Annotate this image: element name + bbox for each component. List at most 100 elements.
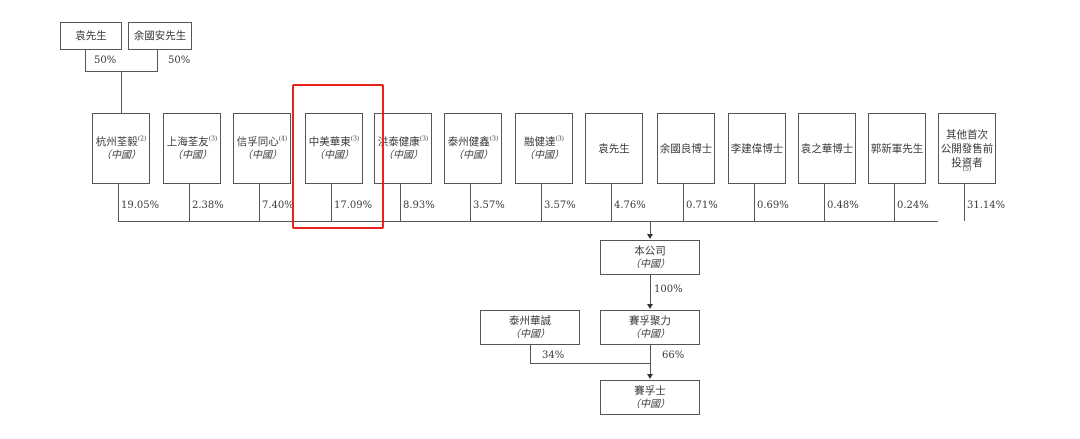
connector-line bbox=[85, 50, 86, 71]
shareholder-name: 余國良博士 bbox=[660, 142, 713, 156]
shareholder-name-text: 泰州健鑫 bbox=[447, 135, 490, 148]
subsidiary-jurisdiction: （中國） bbox=[630, 328, 670, 340]
owner-box-yuan: 袁先生 bbox=[60, 22, 122, 50]
shareholder-name-text: 融健達 bbox=[524, 135, 556, 148]
company-name: 本公司 bbox=[634, 244, 666, 257]
shareholder-jurisdiction: （中國） bbox=[172, 149, 212, 161]
ownership-pct: 0.69% bbox=[757, 200, 789, 211]
shareholder-name-text: 洪泰健康 bbox=[377, 135, 420, 148]
arrow-down-icon bbox=[647, 304, 653, 309]
ownership-pct: 0.48% bbox=[827, 200, 859, 211]
shareholder-name-text: 杭州荃毅 bbox=[95, 135, 138, 148]
shareholder-name-text: 余國良博士 bbox=[659, 142, 713, 155]
shareholder-name-text: 信孚同心 bbox=[236, 135, 279, 148]
company-box: 本公司 （中國） bbox=[600, 240, 700, 275]
shareholder-name: 郭新軍先生 bbox=[871, 142, 924, 156]
shareholder-name-text: 郭新軍先生 bbox=[870, 142, 924, 155]
connector-line bbox=[157, 50, 158, 71]
shareholder-jurisdiction: （中國） bbox=[524, 149, 564, 161]
footnote-marker: (3) bbox=[419, 135, 429, 142]
shareholder-name: 泰州健鑫(3) bbox=[448, 135, 499, 149]
shareholder-name-line: 投資者 bbox=[951, 156, 983, 169]
footnote-marker: (4) bbox=[278, 135, 288, 142]
footnote-marker: (2) bbox=[137, 135, 147, 142]
arrow-down-icon bbox=[647, 234, 653, 239]
shareholder-name-line: 公開發售前 bbox=[940, 142, 994, 155]
connector-line bbox=[530, 345, 531, 363]
ownership-pct: 31.14% bbox=[967, 200, 1006, 211]
shareholder-name: 袁先生 bbox=[598, 142, 630, 156]
shareholder-name-text: 李建偉博士 bbox=[730, 142, 784, 155]
shareholder-bus-line bbox=[118, 221, 938, 222]
connector-line bbox=[400, 184, 401, 221]
shareholder-name: 中美華東(3) bbox=[309, 135, 360, 149]
shareholder-name-text: 上海荃友 bbox=[166, 135, 209, 148]
connector-line bbox=[470, 184, 471, 221]
connector-line bbox=[824, 184, 825, 221]
footnote-marker: (3) bbox=[555, 135, 565, 142]
shareholder-name: 融健達(3) bbox=[524, 135, 564, 149]
shareholder-box: 信孚同心(4)（中國） bbox=[233, 113, 291, 184]
footnote-marker: (3) bbox=[208, 135, 218, 142]
shareholder-name: 洪泰健康(3) bbox=[378, 135, 429, 149]
shareholder-box: 袁之華博士 bbox=[798, 113, 856, 184]
ownership-pct: 50% bbox=[94, 55, 117, 66]
target-company-box: 賽孚士 （中國） bbox=[600, 380, 700, 415]
partner-box: 泰州華誠 （中國） bbox=[480, 310, 580, 345]
ownership-pct: 50% bbox=[168, 55, 191, 66]
connector-line bbox=[894, 184, 895, 221]
connector-line bbox=[611, 184, 612, 221]
shareholder-name-text: 袁之華博士 bbox=[800, 142, 854, 155]
ownership-pct: 19.05% bbox=[121, 200, 160, 211]
ownership-pct: 4.76% bbox=[614, 200, 646, 211]
ownership-pct: 0.71% bbox=[686, 200, 718, 211]
connector-line bbox=[650, 221, 651, 235]
shareholder-jurisdiction: （中國） bbox=[101, 149, 141, 161]
shareholder-box: 杭州荃毅(2)（中國） bbox=[92, 113, 150, 184]
ownership-pct: 2.38% bbox=[192, 200, 224, 211]
partner-name: 泰州華誠 bbox=[509, 314, 551, 327]
ownership-pct: 7.40% bbox=[262, 200, 294, 211]
shareholder-name-line: 其他首次 bbox=[946, 128, 988, 141]
ownership-pct: 34% bbox=[542, 350, 565, 361]
ownership-pct: 8.93% bbox=[403, 200, 435, 211]
shareholder-name-text: 中美華東 bbox=[308, 135, 351, 148]
shareholder-box: 李建偉博士 bbox=[728, 113, 786, 184]
company-jurisdiction: （中國） bbox=[630, 258, 670, 270]
connector-line bbox=[650, 345, 651, 375]
subsidiary-box: 賽孚聚力 （中國） bbox=[600, 310, 700, 345]
shareholder-jurisdiction: （中國） bbox=[383, 149, 423, 161]
footnote-marker: (3) bbox=[350, 135, 360, 142]
shareholder-box: 融健達(3)（中國） bbox=[515, 113, 573, 184]
owner-name: 袁先生 bbox=[75, 30, 107, 42]
shareholder-jurisdiction: （中國） bbox=[453, 149, 493, 161]
ownership-pct: 0.24% bbox=[897, 200, 929, 211]
partner-jurisdiction: （中國） bbox=[510, 328, 550, 340]
shareholder-jurisdiction: （中國） bbox=[314, 149, 354, 161]
connector-line bbox=[189, 184, 190, 221]
shareholder-jurisdiction: （中國） bbox=[242, 149, 282, 161]
shareholder-name: 李建偉博士 bbox=[731, 142, 784, 156]
ownership-pct: 3.57% bbox=[544, 200, 576, 211]
ownership-pct: 100% bbox=[654, 284, 683, 295]
connector-line bbox=[541, 184, 542, 221]
shareholder-box: 郭新軍先生 bbox=[868, 113, 926, 184]
connector-line bbox=[121, 71, 122, 113]
shareholder-box: 袁先生 bbox=[585, 113, 643, 184]
owner-name: 余國安先生 bbox=[133, 30, 187, 42]
target-jurisdiction: （中國） bbox=[630, 398, 670, 410]
shareholder-box: 其他首次公開發售前投資者(5) bbox=[938, 113, 996, 184]
connector-line bbox=[683, 184, 684, 221]
shareholder-name: 杭州荃毅(2) bbox=[96, 135, 147, 149]
owner-box-yu-guoan: 余國安先生 bbox=[128, 22, 192, 50]
shareholder-name: 上海荃友(3) bbox=[167, 135, 218, 149]
ownership-pct: 66% bbox=[662, 350, 685, 361]
footnote-marker: (3) bbox=[489, 135, 499, 142]
shareholder-name: 袁之華博士 bbox=[801, 142, 854, 156]
shareholder-name: 信孚同心(4) bbox=[237, 135, 288, 149]
highlight-rectangle bbox=[292, 84, 384, 229]
shareholder-name-text: 袁先生 bbox=[598, 142, 630, 155]
shareholder-box: 余國良博士 bbox=[657, 113, 715, 184]
arrow-down-icon bbox=[647, 374, 653, 379]
connector-line bbox=[530, 363, 651, 364]
